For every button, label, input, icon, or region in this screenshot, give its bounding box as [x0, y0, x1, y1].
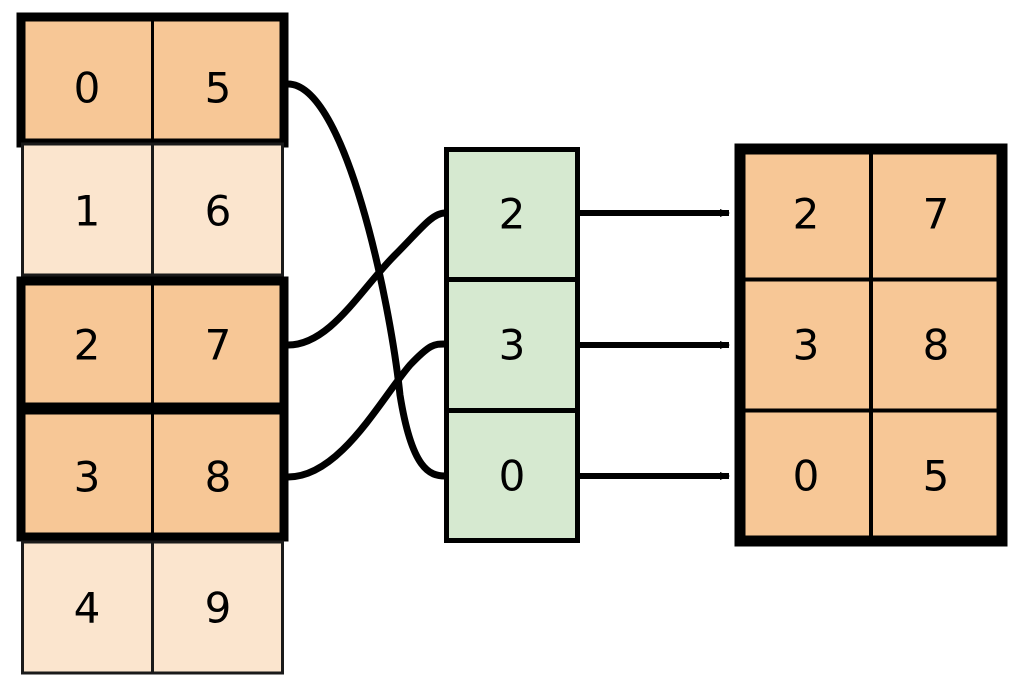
- result-row-2[interactable]: 0 5: [793, 452, 950, 501]
- index-cell-2-outline: [444, 408, 580, 543]
- source-cell-2-0: 2: [74, 321, 101, 370]
- source-row-4[interactable]: 4 9: [21, 540, 284, 675]
- source-row-1[interactable]: 1 6: [21, 142, 284, 277]
- result-cell-1-1: 8: [923, 321, 950, 370]
- connector-source-row2-to-index0: [284, 209, 449, 349]
- source-row-0[interactable]: 0 5: [16, 12, 289, 148]
- connector-group: [284, 80, 449, 481]
- source-cell-4-1: 9: [205, 584, 232, 633]
- index-cell-0[interactable]: 2: [444, 147, 580, 282]
- connector-source-row3-to-index1: [284, 340, 449, 481]
- source-row-2[interactable]: 2 7: [16, 276, 289, 412]
- source-cell-4-0: 4: [74, 584, 101, 633]
- index-cell-0-outline: [444, 147, 580, 282]
- result-array: 2 7 3 8 0 5: [734, 143, 1008, 547]
- index-vector: 2 3 0: [444, 147, 580, 543]
- index-cell-1-value: 3: [499, 321, 526, 370]
- source-cell-0-1: 5: [205, 64, 232, 113]
- source-cell-3-1: 8: [205, 453, 232, 502]
- source-cell-0-0: 0: [74, 64, 101, 113]
- result-cell-0-1: 7: [923, 190, 950, 239]
- result-cell-2-0: 0: [793, 452, 820, 501]
- result-cell-2-1: 5: [923, 452, 950, 501]
- connector-source-row0-to-index2: [284, 80, 449, 480]
- index-cell-0-value: 2: [499, 190, 526, 239]
- source-row-3[interactable]: 3 8: [16, 405, 289, 542]
- index-cell-2[interactable]: 0: [444, 408, 580, 543]
- source-cell-1-1: 6: [205, 187, 232, 236]
- result-row-0[interactable]: 2 7: [793, 190, 950, 239]
- result-cell-1-0: 3: [793, 321, 820, 370]
- index-cell-1-outline: [444, 277, 580, 413]
- index-cell-2-value: 0: [499, 452, 526, 501]
- source-cell-3-0: 3: [74, 453, 101, 502]
- result-row-1[interactable]: 3 8: [793, 321, 950, 370]
- source-cell-2-1: 7: [205, 321, 232, 370]
- index-cell-1[interactable]: 3: [444, 277, 580, 413]
- arrow-group: [578, 209, 730, 480]
- result-cell-0-0: 2: [793, 190, 820, 239]
- source-array: 0 5 1 6 2 7 3 8: [16, 12, 289, 675]
- source-cell-1-0: 1: [74, 187, 101, 236]
